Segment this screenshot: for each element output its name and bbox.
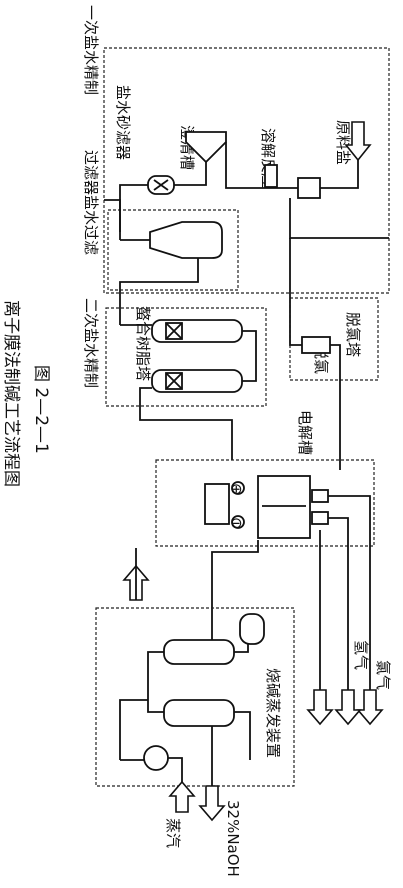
clarifier-out-line bbox=[160, 162, 207, 186]
evap-link-line-2 bbox=[234, 644, 249, 653]
dechlorination-section: 脱氯塔 脱氯 bbox=[289, 238, 379, 470]
secondary-brine-section: 二次盐水精制 螯合树脂塔 bbox=[82, 298, 267, 460]
sand-filter-x bbox=[153, 179, 169, 191]
dissolution-tank bbox=[264, 164, 278, 188]
anode-symbol: ⊕ bbox=[230, 480, 243, 498]
resin-link-line bbox=[242, 330, 257, 382]
evaporator-1 bbox=[163, 639, 235, 665]
hydrogen-arrow bbox=[334, 689, 362, 726]
recycle-arrow bbox=[306, 689, 334, 726]
steam-in-line bbox=[168, 757, 183, 790]
brine-sand-filter-label: 盐水砂滤器 bbox=[114, 85, 132, 160]
secondary-brine-box bbox=[105, 307, 267, 407]
filter-recycle-line bbox=[104, 199, 121, 232]
primary-brine-box bbox=[103, 47, 390, 294]
filter-brine-filtration-label: 过滤器盐水过滤 bbox=[82, 150, 100, 255]
sand-to-filter-line bbox=[119, 184, 148, 240]
condenser bbox=[239, 613, 265, 645]
electrolyzer-section: 电解槽 ⊕ ⊖ bbox=[155, 410, 375, 620]
dechlor-in-line bbox=[289, 238, 302, 346]
clarifier-feed-line bbox=[225, 142, 298, 189]
heat-exchanger bbox=[143, 745, 169, 771]
dechlorination-tower-label: 脱氯塔 bbox=[344, 312, 362, 357]
chlorine-line bbox=[328, 495, 371, 690]
brine-filter-vessel bbox=[149, 221, 223, 259]
evap-link-line-3 bbox=[234, 711, 251, 760]
cathode-symbol: ⊖ bbox=[230, 514, 243, 532]
anode-terminal bbox=[231, 481, 245, 495]
figure-title: 离子膜法制碱工艺流程图 bbox=[1, 300, 21, 487]
electrolyzer-label: 电解槽 bbox=[296, 410, 314, 455]
anode-header bbox=[311, 489, 329, 503]
resin-tower-2-x bbox=[165, 372, 183, 390]
cathode-terminal bbox=[231, 515, 245, 529]
primary-brine-section: 一次盐水精制 过滤器盐水过滤 盐水砂滤器 澄清槽 溶解反应 原料盐 bbox=[82, 5, 390, 325]
chlorine-label: 氯气 bbox=[374, 660, 392, 690]
naoh-label: 32%NaOH bbox=[224, 800, 242, 877]
filter-subbox bbox=[107, 209, 239, 291]
filter-out-line bbox=[119, 258, 199, 325]
steam-arrow bbox=[168, 780, 196, 813]
steam-label: 蒸汽 bbox=[164, 818, 182, 848]
figure-caption: 离子膜法制碱工艺流程图 图 2—2—1 bbox=[1, 300, 51, 487]
evap-link-line-1 bbox=[147, 651, 164, 713]
evap-return-line bbox=[119, 699, 148, 760]
hydrogen-label: 氢气 bbox=[352, 640, 370, 670]
naoh-arrow bbox=[198, 785, 226, 822]
raw-salt-arrow bbox=[344, 121, 372, 162]
primary-brine-label: 一次盐水精制 bbox=[82, 5, 100, 95]
dechlorination-column bbox=[301, 336, 331, 354]
product-streams: 氯气 氢气 bbox=[122, 495, 392, 726]
electrolysis-cell bbox=[257, 475, 311, 539]
figure-number: 图 2—2—1 bbox=[31, 365, 51, 454]
resin-tower-1-x bbox=[165, 322, 183, 340]
secondary-brine-label: 二次盐水精制 bbox=[82, 298, 100, 388]
evaporation-section: 烧碱蒸发装置 蒸汽 32%NaOH bbox=[95, 607, 295, 877]
reactor-return-line bbox=[289, 198, 389, 239]
evaporation-label: 烧碱蒸发装置 bbox=[264, 668, 282, 758]
raw-salt-label: 原料盐 bbox=[334, 120, 352, 165]
cell-out-line bbox=[211, 540, 259, 620]
clarifier-tank bbox=[185, 131, 227, 164]
cathode-header bbox=[311, 511, 329, 525]
rectifier bbox=[204, 483, 230, 525]
evaporator-2 bbox=[163, 699, 235, 727]
hydrogen-line bbox=[328, 517, 349, 690]
dechlor-to-cell-line bbox=[330, 344, 341, 470]
dissolution-reactor bbox=[297, 177, 321, 199]
electrolyzer-box bbox=[155, 459, 375, 547]
salt-feed-line bbox=[320, 160, 359, 189]
chelating-resin-tower-label: 螯合树脂塔 bbox=[134, 306, 152, 381]
resin-out-line bbox=[139, 387, 233, 460]
chlorine-arrow bbox=[356, 689, 384, 726]
evaporation-box bbox=[95, 607, 295, 787]
